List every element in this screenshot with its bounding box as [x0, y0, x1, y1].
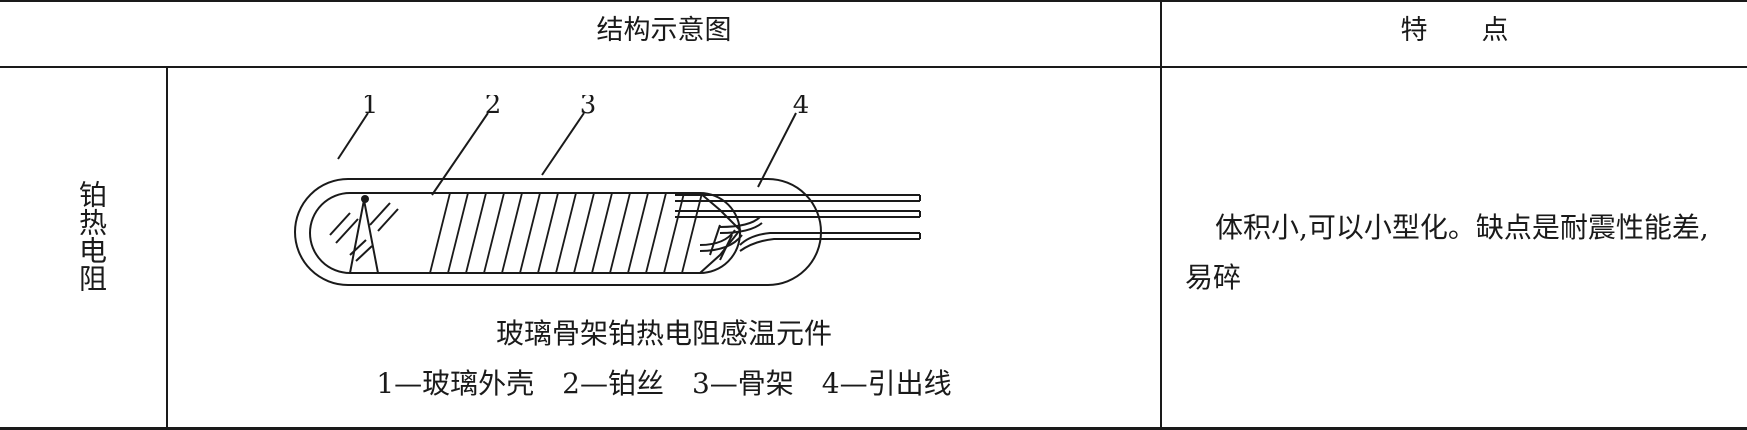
header-divider	[0, 66, 1747, 68]
callout-1: 1	[362, 95, 379, 120]
diagram-caption: 玻璃骨架铂热电阻感温元件	[495, 317, 832, 350]
leader-line-3	[541, 112, 585, 176]
junction-dot	[361, 195, 369, 203]
lead-wires	[675, 194, 921, 252]
column-header-features: 特 点	[1400, 15, 1509, 46]
table-top-border	[0, 0, 1747, 2]
skeleton-taper	[699, 192, 742, 274]
diagram-legend: 1—玻璃外壳 2—铂丝 3—骨架 4—引出线	[376, 367, 952, 400]
row-label-platinum-resistor: 铂热电阻	[75, 180, 108, 292]
table-bottom-border	[0, 427, 1747, 430]
skeleton-outline	[309, 192, 741, 274]
platinum-wire-hatching	[429, 192, 703, 274]
callout-4: 4	[793, 95, 810, 120]
column-divider	[1160, 0, 1162, 429]
row-label-divider	[166, 66, 168, 429]
leader-line-1	[337, 112, 369, 160]
features-description: 体积小,可以小型化。缺点是耐震性能差,易碎	[1185, 211, 1709, 294]
column-header-structure-diagram: 结构示意图	[596, 15, 732, 46]
callout-2: 2	[485, 95, 502, 120]
leader-line-2	[431, 112, 489, 196]
callout-3: 3	[580, 95, 597, 120]
platinum-resistor-diagram: 1 2 3 4	[294, 95, 921, 286]
leader-line-4	[757, 112, 797, 188]
